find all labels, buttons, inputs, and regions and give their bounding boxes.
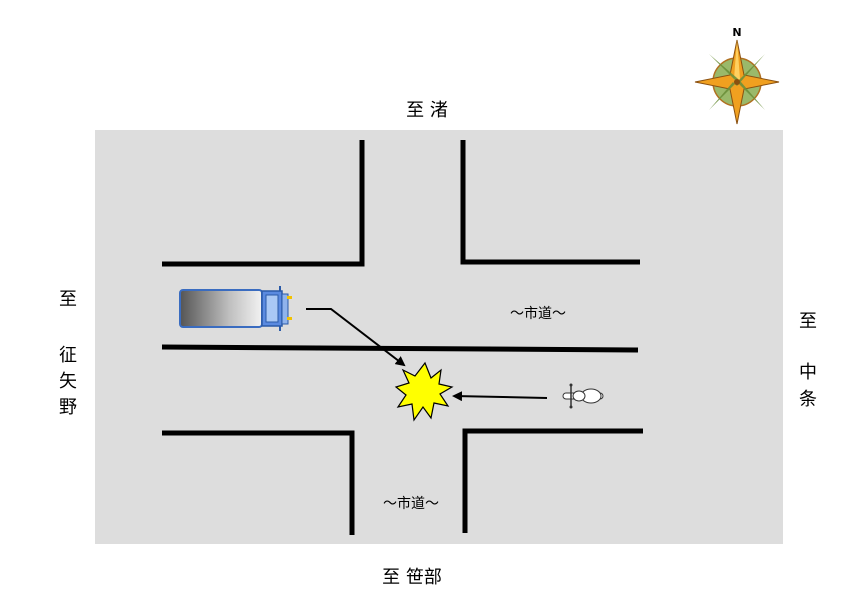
collision-burst-icon	[394, 361, 454, 422]
motorcycle-icon	[562, 383, 604, 409]
motorcycle-path-arrow	[452, 391, 548, 402]
direction-south-label: 至 笹部	[382, 567, 442, 588]
direction-east-char: 条	[799, 389, 817, 410]
truck-path-arrow	[306, 308, 406, 367]
direction-east-label: 至 中 条	[799, 311, 817, 410]
compass-north-label: N	[732, 26, 741, 39]
curb-lines	[161, 140, 643, 535]
truck-icon	[179, 286, 292, 331]
curb-northwest	[162, 140, 365, 267]
curb-southeast	[462, 428, 643, 533]
compass-rose-icon: N	[694, 26, 780, 125]
road-label-east-west: ～市道～	[510, 305, 566, 322]
direction-north-label: 至 渚	[406, 100, 448, 121]
road-label-north-south: ～市道～	[383, 495, 439, 512]
direction-west-label: 至 征 矢 野	[59, 289, 77, 418]
direction-west-char: 野	[59, 397, 77, 418]
direction-west-char: 征	[59, 345, 77, 366]
direction-east-char: 中	[799, 362, 817, 383]
curb-southwest	[162, 430, 355, 535]
direction-east-char: 至	[799, 311, 817, 332]
curb-west-center	[161, 344, 639, 353]
direction-west-char: 至	[59, 289, 77, 310]
curb-northeast	[460, 140, 640, 265]
direction-west-char: 矢	[59, 371, 77, 392]
road-area	[95, 130, 783, 544]
